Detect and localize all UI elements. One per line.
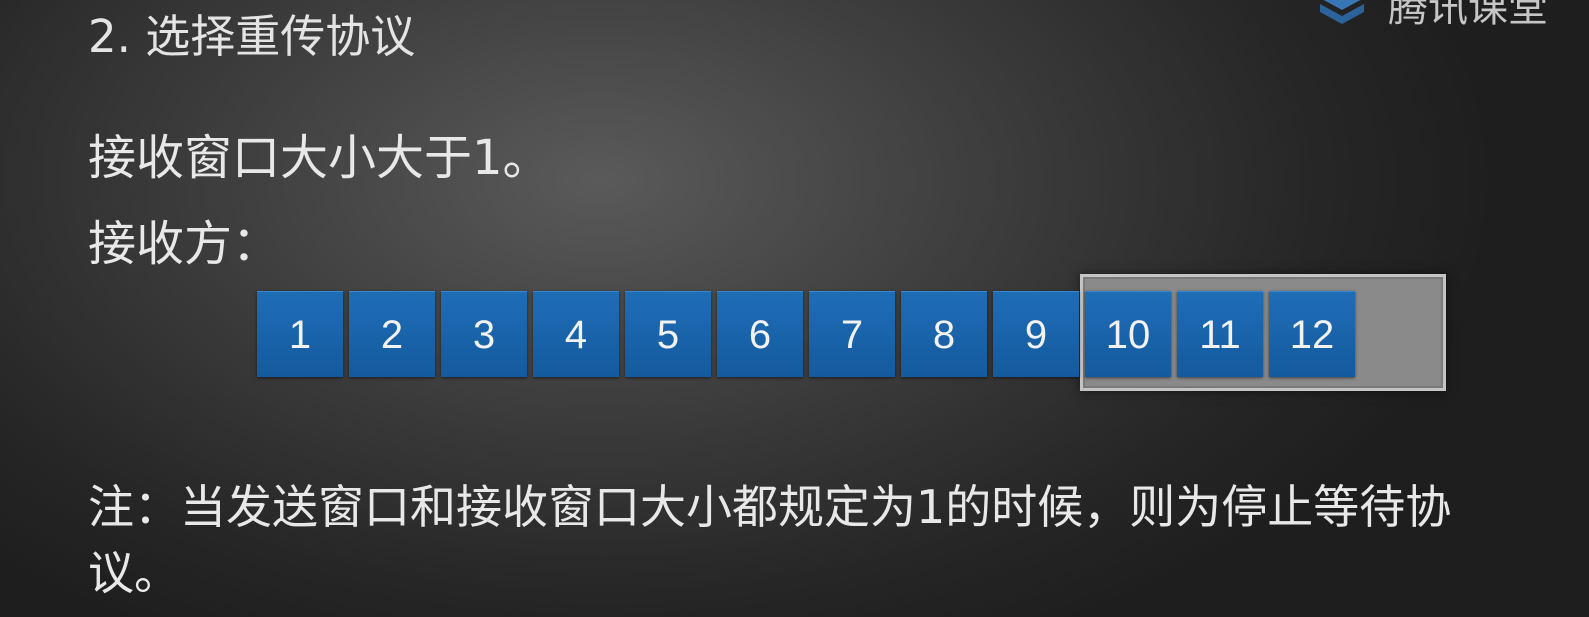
slide-heading: 2. 选择重传协议 [88,10,416,63]
packet-5: 5 [625,291,711,377]
packet-2: 2 [349,291,435,377]
stop-and-wait-note: 注：当发送窗口和接收窗口大小都规定为1的时候，则为停止等待协议。 [88,480,1452,600]
packet-8: 8 [901,291,987,377]
packet-sequence: 1 2 3 4 5 6 7 8 9 10 11 12 [257,291,1355,377]
tencent-classroom-icon [1320,0,1364,24]
packet-10: 10 [1085,291,1171,377]
packet-1: 1 [257,291,343,377]
packet-12: 12 [1269,291,1355,377]
packet-11: 11 [1177,291,1263,377]
packet-9: 9 [993,291,1079,377]
logo-text: 腾讯课堂 [1388,0,1548,31]
receive-window-statement: 接收窗口大小大于1。 [88,130,551,186]
receiver-label: 接收方： [88,216,281,272]
watermark-logo: 腾讯课堂 [1318,0,1548,31]
packet-7: 7 [809,291,895,377]
packet-4: 4 [533,291,619,377]
packet-6: 6 [717,291,803,377]
packet-3: 3 [441,291,527,377]
